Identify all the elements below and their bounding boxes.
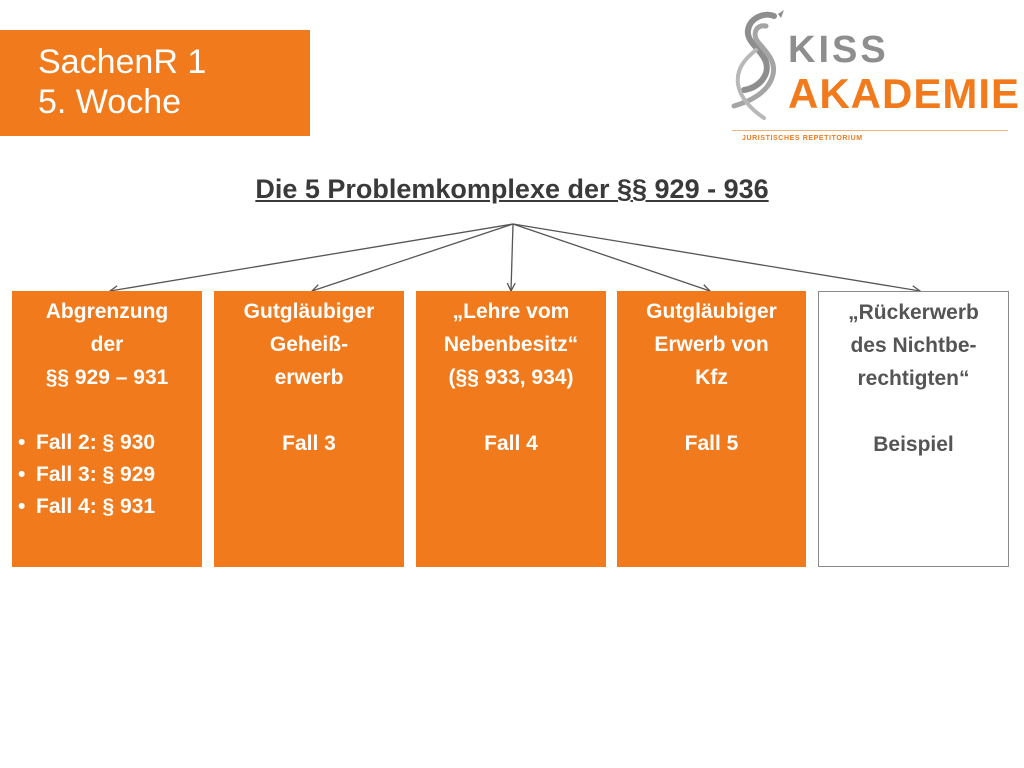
box-line: Nebenbesitz“ [443, 333, 579, 356]
box-line: Abgrenzung [45, 300, 169, 323]
box-line: (§§ 933, 934) [448, 366, 574, 389]
arrow-to-box-2 [312, 223, 514, 291]
box-line: Kfz [695, 366, 728, 389]
logo-word-kiss: KISS [788, 29, 889, 71]
case-item: Fall 3: § 929 [16, 459, 202, 491]
slide-title-line2: 5. Woche [38, 83, 182, 121]
box-line: Erwerb von [654, 333, 769, 356]
arrow-to-box-4 [512, 223, 710, 291]
problem-box-kfz: Gutgläubiger Erwerb von Kfz Fall 5 [617, 291, 806, 567]
phoenix-s-icon [731, 10, 784, 120]
case-item: Fall 2: § 930 [16, 427, 202, 459]
box-line: rechtigten“ [857, 367, 970, 390]
box-line: Gutgläubiger [243, 300, 375, 323]
box-case-label: Fall 4 [484, 432, 538, 455]
box-line: §§ 929 – 931 [45, 366, 169, 389]
box-line: Geheiß- [269, 333, 349, 356]
arrow-to-box-1 [110, 223, 514, 291]
box-line: des Nichtbe- [850, 334, 977, 357]
box-line: Gutgläubiger [646, 300, 777, 323]
case-list: Fall 2: § 930 Fall 3: § 929 Fall 4: § 93… [12, 427, 202, 523]
box-case-label: Fall 3 [282, 432, 336, 455]
logo-divider [732, 130, 1008, 131]
logo-word-akademie: AKADEMIE [788, 70, 1021, 117]
slide-title-line1: SachenR 1 [38, 43, 207, 81]
arrow-to-box-5 [512, 223, 920, 291]
slide-title-box: SachenR 1 5. Woche [0, 30, 310, 136]
problem-box-rueckerwerb: „Rückerwerb des Nichtbe- rechtigten“ Bei… [818, 291, 1009, 567]
box-line: „Lehre vom [452, 300, 570, 323]
box-line: der [90, 333, 124, 356]
problem-box-abgrenzung: Abgrenzung der §§ 929 – 931 Fall 2: § 93… [12, 291, 202, 567]
box-case-label: Fall 5 [684, 432, 739, 455]
arrow-to-box-3 [511, 223, 513, 291]
kiss-akademie-logo: KISS AKADEMIE JURISTISCHES REPETITORIUM [726, 10, 1019, 150]
logo-subtitle: JURISTISCHES REPETITORIUM [742, 135, 863, 142]
diagram-heading: Die 5 Problemkomplexe der §§ 929 - 936 [255, 174, 769, 204]
box-line: erwerb [274, 366, 344, 389]
problem-box-nebenbesitz: „Lehre vom Nebenbesitz“ (§§ 933, 934) Fa… [416, 291, 606, 567]
box-line: „Rückerwerb [848, 301, 979, 324]
box-case-label: Beispiel [873, 433, 954, 456]
problem-box-geheisserwerb: Gutgläubiger Geheiß- erwerb Fall 3 [214, 291, 404, 567]
case-item: Fall 4: § 931 [16, 491, 202, 523]
